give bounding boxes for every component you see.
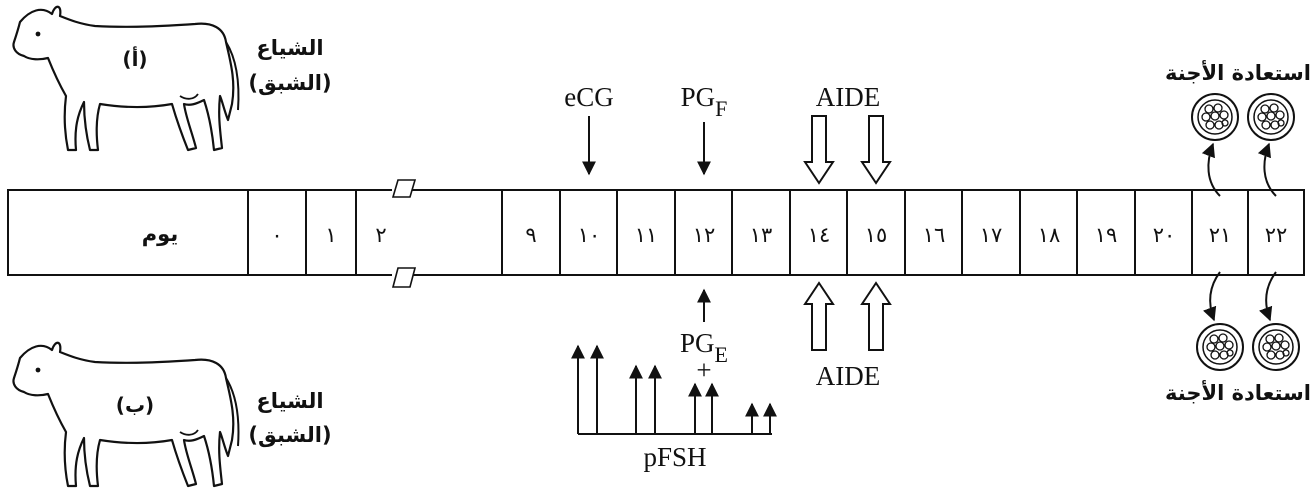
cow-b-label: (ب) [116,393,154,417]
aide-bottom-arrow-day14 [803,281,835,351]
aide-top-arrow-day14 [803,115,835,185]
day-cell-11: ١١ [635,223,658,247]
cow-b-estrus-sublabel: (الشبق) [248,423,331,447]
embryo-recovery-bottom-label: استعادة الأجنة [1165,379,1310,405]
day-cell-1: ١ [325,223,336,247]
aide-bottom-label: AIDE [816,361,880,391]
day-cell-0: ٠ [271,223,282,247]
day-cell-22: ٢٢ [1265,223,1288,247]
day-cell-19: ١٩ [1095,223,1118,247]
embryo-dish-bottom-day22 [1252,323,1300,371]
day-cell-10: ١٠ [578,223,601,247]
recovery-arrow-bottom-day21 [1203,271,1221,322]
cow-a-label: (أ) [122,45,147,71]
aide-bottom-arrow-day15 [860,281,892,351]
embryo-dish-top-day22 [1247,93,1295,141]
day-cell-12: ١٢ [693,223,716,247]
axis-break-bottom [391,267,417,288]
recovery-arrow-bottom-day22 [1259,271,1277,322]
timeline-bar [7,179,1305,288]
day-axis-label: يوم [142,222,178,246]
day-cell-15: ١٥ [865,223,888,247]
embryo-dish-bottom-day21 [1196,323,1244,371]
pfsh-injection-schedule [571,344,777,435]
recovery-arrow-top-day21 [1201,142,1221,197]
cow-a-estrus-sublabel: (الشبق) [248,71,331,95]
embryo-recovery-top-label: استعادة الأجنة [1165,59,1310,85]
axis-break-top [391,179,417,198]
day-cell-2: ٢ [375,223,386,247]
day-cell-13: ١٣ [750,223,773,247]
pfsh-label: pFSH [643,442,706,472]
day-cell-17: ١٧ [980,223,1003,247]
plus-sign: + [696,355,711,385]
aide-top-arrow-day15 [860,115,892,185]
embryo-dish-top-day21 [1191,93,1239,141]
cow-a-estrus-label: الشياع [256,36,323,60]
day-cell-16: ١٦ [923,223,946,247]
ecg-label: eCG [564,82,614,112]
day-cell-20: ٢٠ [1153,223,1176,247]
day-cell-9: ٩ [525,223,536,247]
aide-top-label: AIDE [816,82,880,112]
pge-label: PGE [680,328,728,367]
day-cell-14: ١٤ [808,223,831,247]
cow-b-estrus-label: الشياع [256,389,323,413]
day-cell-21: ٢١ [1209,223,1232,247]
cow-a-illustration [12,5,240,152]
pgf-label: PGF [681,82,728,121]
recovery-arrow-top-day22 [1257,142,1277,197]
day-cell-18: ١٨ [1038,223,1061,247]
